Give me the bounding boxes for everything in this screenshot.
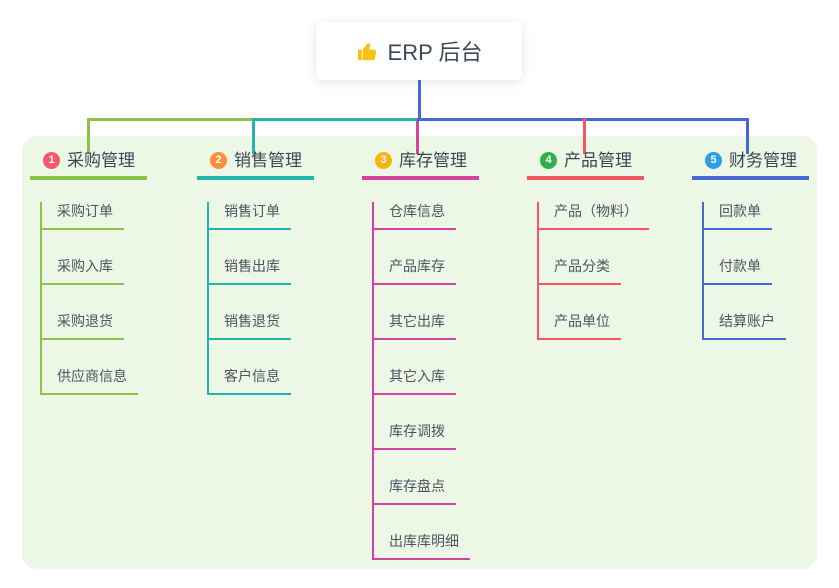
- drop-branch2: [252, 118, 255, 154]
- root-title: ERP 后台: [387, 40, 483, 65]
- branch-node[interactable]: 4 产品管理: [527, 150, 644, 180]
- branch-node[interactable]: 1 采购管理: [30, 150, 147, 180]
- branch-column: 5 财务管理 回款单 付款单 结算账户: [692, 150, 809, 340]
- thumbs-up-icon: [357, 42, 376, 60]
- child-node[interactable]: 库存盘点: [374, 477, 456, 505]
- child-node[interactable]: 其它入库: [374, 367, 456, 395]
- branch-column: 4 产品管理 产品（物料） 产品分类 产品单位: [527, 150, 649, 340]
- drop-branch4: [583, 118, 586, 154]
- child-node[interactable]: 销售出库: [209, 257, 291, 285]
- branch-label: 财务管理: [729, 151, 797, 170]
- child-node[interactable]: 库存调拨: [374, 422, 456, 450]
- branch-column: 3 库存管理 仓库信息 产品库存 其它出库 其它入库 库存调拨 库存盘点 出库库…: [362, 150, 479, 560]
- root-stem-line: [417, 80, 421, 119]
- branch-children: 采购订单 采购入库 采购退货 供应商信息: [40, 202, 147, 395]
- child-node[interactable]: 采购退货: [42, 312, 124, 340]
- root-node[interactable]: ERP 后台: [316, 22, 522, 80]
- drop-branch3: [415, 120, 419, 154]
- child-node[interactable]: 供应商信息: [42, 367, 138, 395]
- drop-branch1: [87, 118, 90, 154]
- branch-children: 回款单 付款单 结算账户: [702, 202, 809, 340]
- branch-children: 销售订单 销售出库 销售退货 客户信息: [207, 202, 314, 395]
- hline-branch2: [252, 118, 420, 121]
- child-node[interactable]: 销售订单: [209, 202, 291, 230]
- hline-branch1: [87, 118, 255, 121]
- child-node[interactable]: 产品分类: [539, 257, 621, 285]
- branches-panel: [22, 136, 817, 569]
- child-node[interactable]: 回款单: [704, 202, 772, 230]
- branch-label: 销售管理: [234, 151, 302, 170]
- child-node[interactable]: 销售退货: [209, 312, 291, 340]
- child-node[interactable]: 出库库明细: [374, 532, 470, 560]
- child-node[interactable]: 结算账户: [704, 312, 786, 340]
- branch-number-badge: 1: [43, 152, 60, 169]
- branch-label: 产品管理: [564, 151, 632, 170]
- branch-column: 1 采购管理 采购订单 采购入库 采购退货 供应商信息: [30, 150, 147, 395]
- branch-number-badge: 5: [705, 152, 722, 169]
- branch-children: 产品（物料） 产品分类 产品单位: [537, 202, 649, 340]
- child-node[interactable]: 客户信息: [209, 367, 291, 395]
- branch-children: 仓库信息 产品库存 其它出库 其它入库 库存调拨 库存盘点 出库库明细: [372, 202, 479, 560]
- branch-column: 2 销售管理 销售订单 销售出库 销售退货 客户信息: [197, 150, 314, 395]
- branch-node[interactable]: 5 财务管理: [692, 150, 809, 180]
- child-node[interactable]: 采购订单: [42, 202, 124, 230]
- branch-node[interactable]: 3 库存管理: [362, 150, 479, 180]
- child-node[interactable]: 产品库存: [374, 257, 456, 285]
- child-node[interactable]: 其它出库: [374, 312, 456, 340]
- branch-number-badge: 3: [375, 152, 392, 169]
- branch-number-badge: 2: [210, 152, 227, 169]
- branch-label: 采购管理: [67, 151, 135, 170]
- branch-number-badge: 4: [540, 152, 557, 169]
- child-node[interactable]: 付款单: [704, 257, 772, 285]
- child-node[interactable]: 仓库信息: [374, 202, 456, 230]
- drop-branch5: [746, 118, 749, 154]
- branch-node[interactable]: 2 销售管理: [197, 150, 314, 180]
- child-node[interactable]: 产品单位: [539, 312, 621, 340]
- child-node[interactable]: 采购入库: [42, 257, 124, 285]
- child-node[interactable]: 产品（物料）: [539, 202, 649, 230]
- branch-label: 库存管理: [399, 151, 467, 170]
